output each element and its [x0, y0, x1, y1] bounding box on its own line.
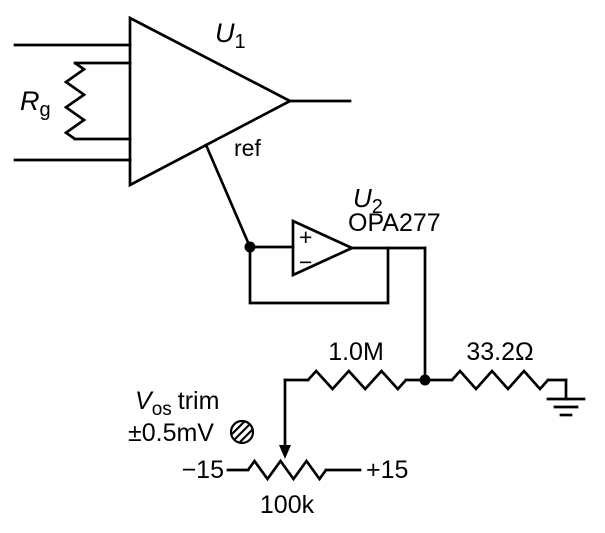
pot-value-label: 100k: [260, 491, 315, 519]
u2-opamp-triangle: [291, 218, 356, 278]
neg-supply-label: −15: [182, 456, 224, 484]
ground-symbol: [546, 378, 586, 417]
ref-wire: [204, 143, 252, 249]
u2-part-label: OPA277: [348, 209, 441, 237]
pot-resistor: [246, 458, 328, 482]
trim-range-label: ±0.5mV: [128, 419, 214, 447]
u2-feedback-wire: [248, 245, 390, 305]
r2-label: 33.2Ω: [466, 338, 533, 366]
u1-label: U1: [215, 18, 246, 53]
trim-screw-icon: [229, 419, 255, 445]
resistor-1m: [307, 368, 407, 392]
resistor-33r: [450, 368, 550, 392]
ref-label: ref: [234, 135, 261, 161]
u2-label: U2: [353, 183, 383, 218]
plus-label: +: [299, 224, 312, 250]
minus-label: −: [299, 249, 312, 275]
rg-label: Rg: [20, 86, 51, 121]
rg-resistor: [63, 61, 87, 141]
pos-supply-label: +15: [366, 456, 408, 484]
r1-label: 1.0M: [328, 338, 384, 366]
wiper-arrowhead: [279, 445, 291, 459]
u1-inamp-triangle: [128, 15, 293, 188]
